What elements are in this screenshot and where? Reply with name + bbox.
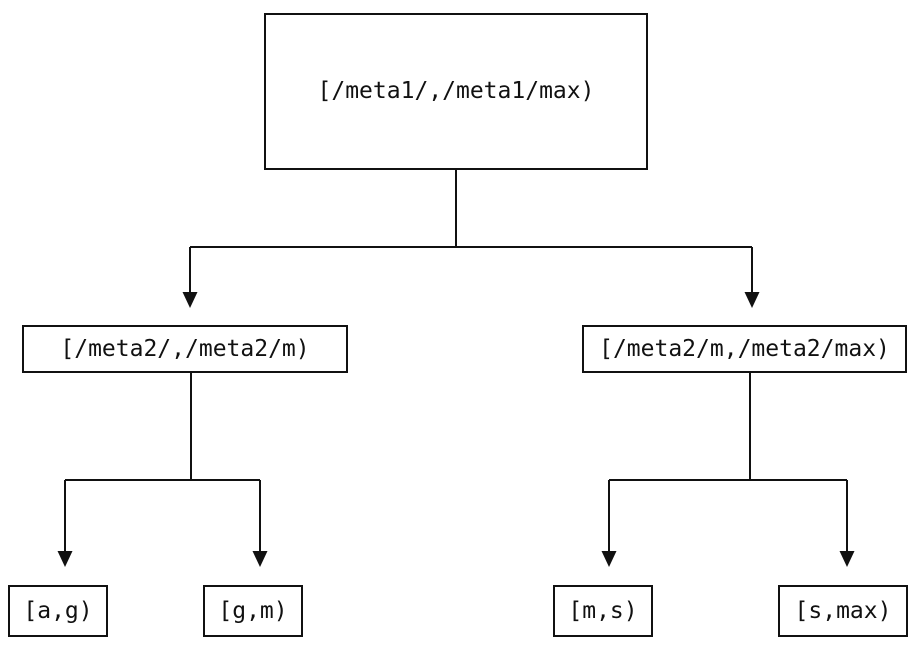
node-leaf-smax-label: [s,max): [794, 597, 892, 624]
node-leaf-ag: [a,g): [8, 585, 108, 637]
node-left-subrange: [/meta2/,/meta2/m): [22, 325, 348, 373]
node-leaf-gm: [g,m): [203, 585, 303, 637]
node-right-subrange-label: [/meta2/m,/meta2/max): [599, 335, 890, 362]
arrowhead-to-gm-icon: [252, 551, 268, 567]
arrowhead-to-left-icon: [182, 292, 198, 308]
node-leaf-ag-label: [a,g): [23, 597, 93, 624]
node-leaf-ms: [m,s): [553, 585, 653, 637]
node-leaf-smax: [s,max): [778, 585, 908, 637]
node-root: [/meta1/,/meta1/max): [264, 13, 648, 170]
arrowhead-to-ag-icon: [57, 551, 73, 567]
arrowhead-to-ms-icon: [601, 551, 617, 567]
node-root-label: [/meta1/,/meta1/max): [317, 78, 595, 104]
node-leaf-gm-label: [g,m): [218, 597, 288, 624]
arrowhead-to-smax-icon: [839, 551, 855, 567]
arrowhead-to-right-icon: [744, 292, 760, 308]
node-leaf-ms-label: [m,s): [568, 597, 638, 624]
node-left-subrange-label: [/meta2/,/meta2/m): [60, 335, 310, 362]
node-right-subrange: [/meta2/m,/meta2/max): [582, 325, 907, 373]
